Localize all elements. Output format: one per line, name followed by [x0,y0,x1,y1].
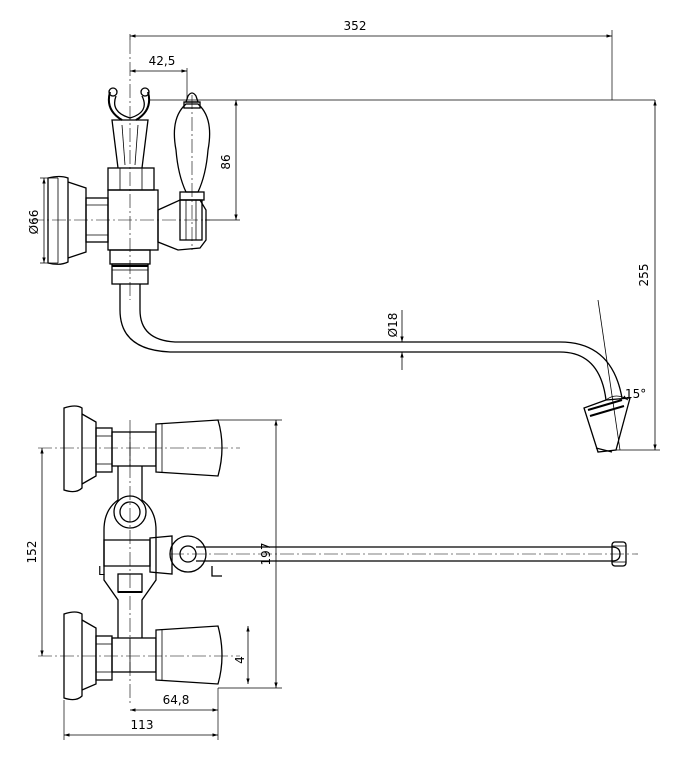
label-15deg: 15° [625,387,646,401]
label-side-mark: L [98,564,105,578]
central-body [103,466,173,638]
dim-handle-height: 86 [205,100,240,221]
dim-overall-height: 197 [218,419,282,689]
label-64-8: 64,8 [163,693,190,707]
label-255: 255 [637,264,651,287]
dim-flange-diameter: Ø66 [27,177,58,264]
upper-valve [63,405,223,493]
label-197: 197 [259,543,273,566]
dim-center-distance: 152 [25,448,44,656]
shower-holder-hook [107,87,151,121]
dim-spout-diameter: Ø18 [386,310,404,370]
label-42-5: 42,5 [149,54,176,68]
label-352: 352 [344,19,367,33]
dim-spout-length: 352 [129,19,613,100]
dim-wall-offset: 42,5 [130,54,188,100]
label-86: 86 [219,154,233,169]
dim-spout-drop: 255 [616,100,660,451]
dim-small: 4 [233,626,250,684]
side-elevation-view: 352 42,5 86 Ø66 255 [27,19,660,453]
label-d66: Ø66 [27,210,41,235]
dim-overall-depth: 113 [63,700,219,740]
dim-spout-angle: 15° [597,299,646,451]
label-152: 152 [25,541,39,564]
label-113: 113 [131,718,154,732]
dim-handle-depth: 64,8 [130,688,219,714]
plan-view: L 152 197 4 64,8 [25,405,638,740]
label-d18: Ø18 [386,313,400,338]
label-4: 4 [233,656,247,664]
